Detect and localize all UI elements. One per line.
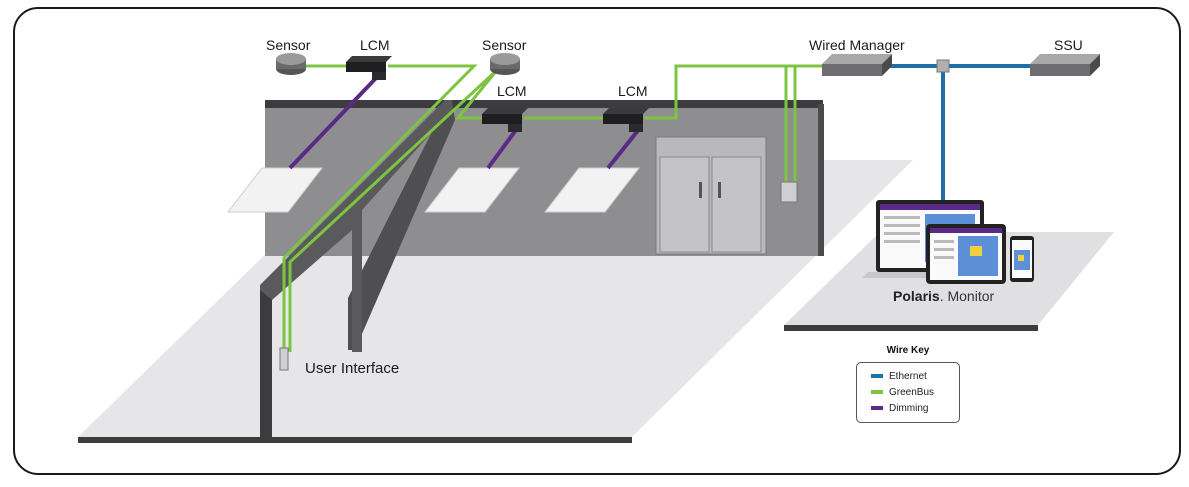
polaris-monitor-label: Polaris. Monitor (893, 288, 994, 304)
user-interface-label: User Interface (305, 360, 400, 377)
door-handle-left (699, 182, 702, 198)
wire-key-label: GreenBus (889, 386, 935, 398)
user-interface-switch (279, 347, 289, 371)
light-fixture-3 (543, 167, 641, 213)
wire-key-item-ethernet: Ethernet (871, 368, 951, 384)
greenbus-lcm-to-wall (282, 64, 478, 352)
light-fixture-1 (226, 167, 324, 213)
wire-key-item-dimming: Dimming (871, 400, 951, 416)
sensor-left-label: Sensor (266, 37, 311, 53)
ssu-device (1030, 54, 1100, 76)
door-right (711, 156, 762, 253)
monitor-floor-edge (784, 325, 1038, 331)
phone (1010, 236, 1034, 282)
ethernet-splitter (936, 59, 950, 73)
lcm-top-device (346, 56, 392, 80)
greenbus-lcm-manager (644, 64, 826, 120)
back-wall-side (818, 104, 824, 256)
wired-manager-device (822, 54, 892, 76)
polaris-brand: Polaris (893, 288, 940, 304)
ssu-label: SSU (1054, 37, 1083, 53)
wire-key-label: Ethernet (889, 370, 927, 382)
wall-switch-right (780, 181, 798, 203)
partition-wall-face (348, 100, 455, 350)
greenbus-sensor2-drop (288, 68, 499, 352)
wire-key-item-greenbus: GreenBus (871, 384, 951, 400)
door-handle-right (718, 182, 721, 198)
lcm-top-label: LCM (360, 37, 390, 53)
polaris-dot: . (939, 288, 948, 304)
sensor-right-device (490, 53, 520, 75)
wired-manager-label: Wired Manager (809, 37, 905, 53)
wire-key-label: Dimming (889, 402, 929, 414)
wire-key-box: Ethernet GreenBus Dimming (856, 362, 960, 423)
polaris-product: Monitor (947, 288, 995, 304)
greenbus-swatch (871, 390, 883, 394)
dimming-swatch (871, 406, 883, 410)
greenbus-sensor2-lcm (454, 69, 499, 120)
wire-key-title: Wire Key (886, 345, 930, 356)
lcm-mid-left-device (482, 108, 528, 132)
tablet (926, 224, 1006, 284)
partition-wall (260, 100, 452, 437)
back-wall-top (265, 100, 823, 108)
dimming-wire-1 (288, 74, 380, 170)
door-left (659, 156, 710, 253)
ethernet-swatch (871, 374, 883, 378)
dimming-wire-2 (486, 128, 518, 170)
lcm-mid-right-label: LCM (618, 83, 648, 99)
wire-key: Wire Key Ethernet GreenBus Dimming (856, 345, 960, 423)
dimming-wire-3 (606, 126, 642, 170)
sensor-right-label: Sensor (482, 37, 527, 53)
lcm-mid-left-label: LCM (497, 83, 527, 99)
sensor-left-device (276, 53, 306, 75)
light-fixture-2 (423, 167, 521, 213)
main-floor-edge (78, 437, 632, 443)
lcm-mid-right-device (603, 108, 649, 132)
partition-wall-front (260, 290, 272, 437)
